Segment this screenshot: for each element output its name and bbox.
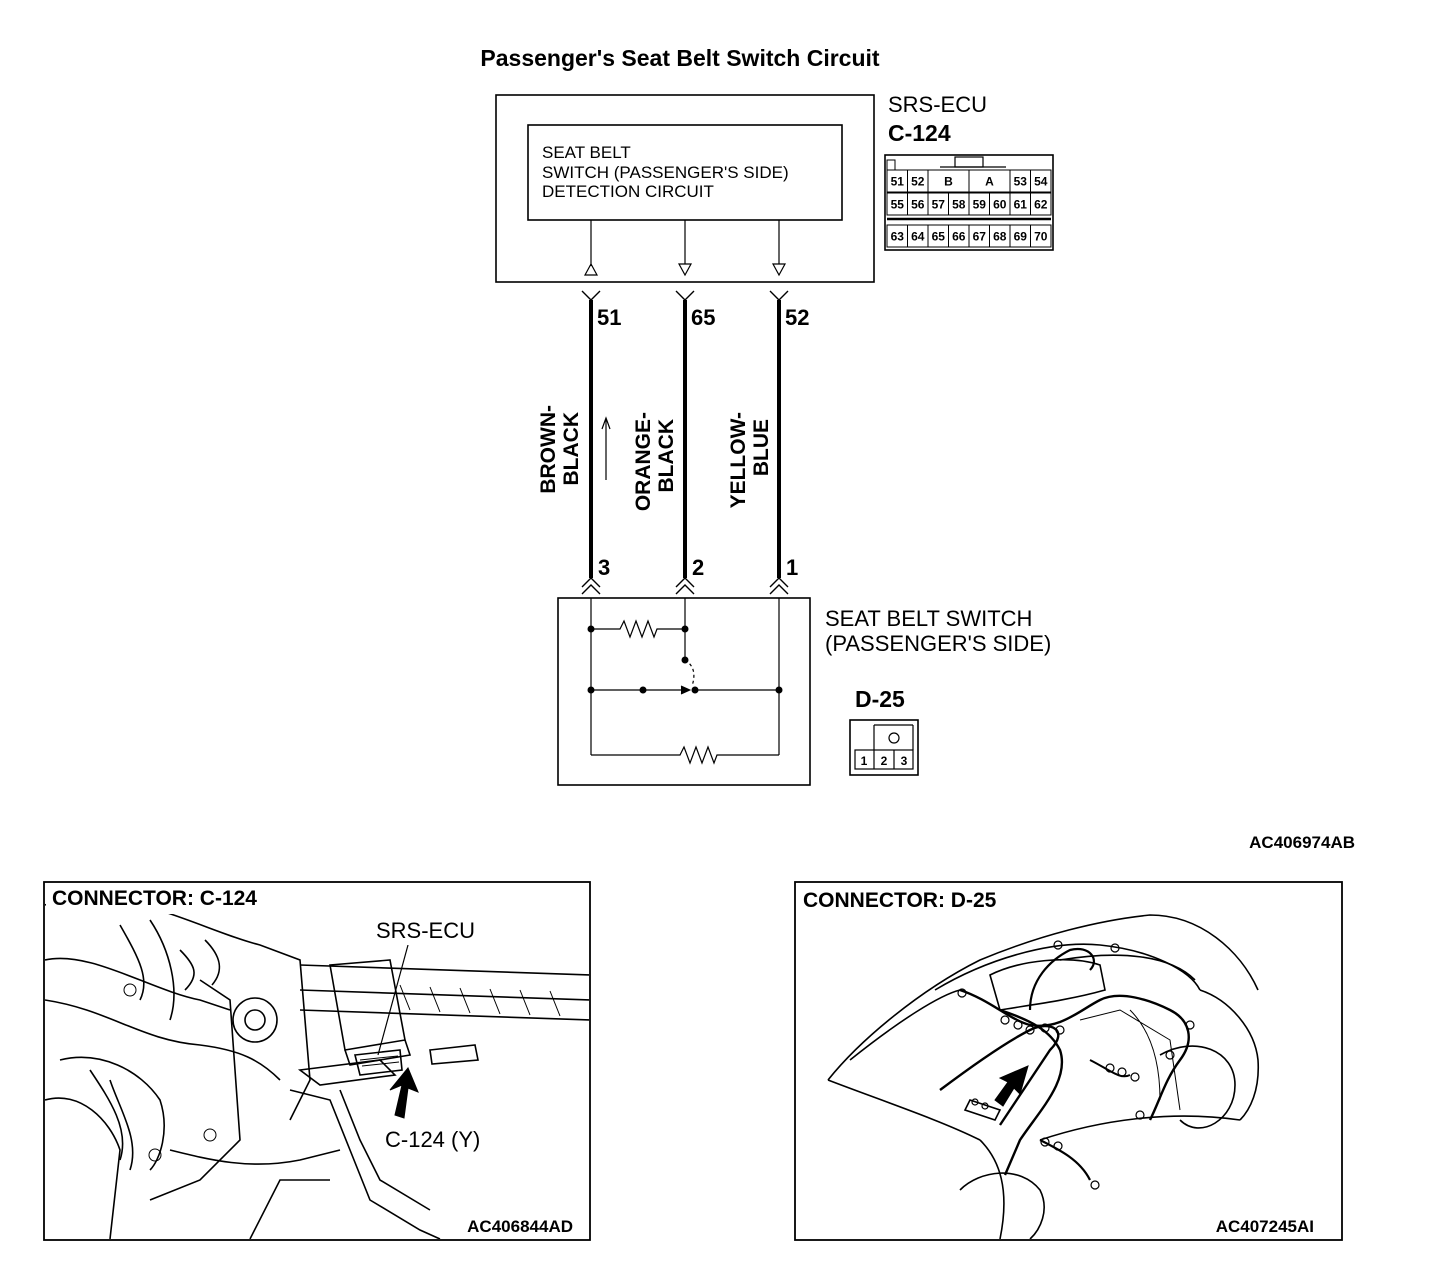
c124-cell-54: 54 (1034, 175, 1048, 189)
c124-cell-64: 64 (911, 230, 925, 244)
ecu-pin-65: 65 (691, 305, 715, 330)
wire-color-brown-line1: BROWN- (537, 405, 560, 494)
wire-color-orange-line1: ORANGE- (632, 412, 655, 511)
c124-cell-69: 69 (1014, 230, 1028, 244)
callout-srs-ecu: SRS-ECU (376, 918, 475, 943)
c124-cell-61: 61 (1014, 198, 1028, 212)
diagram-code: AC406974AB (1249, 833, 1355, 852)
ecu-name-label: SRS-ECU (888, 92, 987, 117)
c124-connector-face: 51 52 B A 53 54 55 56 57 58 59 60 61 62 63 64 65 66 67 68 69… (884, 154, 1054, 251)
d25-connector-face: 1 2 3 (849, 719, 919, 776)
seat-belt-switch-block (557, 597, 811, 786)
wire-color-orange-line2: BLACK (655, 419, 678, 493)
switch-name-line1: SEAT BELT SWITCH (825, 606, 1032, 631)
diagram-title: Passenger's Seat Belt Switch Circuit (480, 45, 880, 71)
connector-c124-panel: CONNECTOR: C-124 SRS-ECU C-124 (Y) AC406… (43, 881, 591, 1241)
switch-contact-symbol (684, 659, 695, 687)
ecu-pin-52: 52 (785, 305, 809, 330)
d25-cell-3: 3 (901, 754, 908, 768)
c124-cell-59: 59 (973, 198, 987, 212)
c124-cell-57: 57 (932, 198, 946, 212)
d25-cell-2: 2 (881, 754, 888, 768)
detection-circuit-line-2: SWITCH (PASSENGER'S SIDE) (542, 163, 789, 182)
c124-cell-62: 62 (1034, 198, 1048, 212)
c124-cell-68: 68 (993, 230, 1007, 244)
detection-circuit-line-1: SEAT BELT (542, 143, 631, 162)
dashboard-illustration (45, 897, 589, 1239)
resistor-symbol (591, 745, 779, 765)
c124-cell-65: 65 (932, 230, 946, 244)
c124-cell-67: 67 (973, 230, 987, 244)
srs-ecu-block: SEAT BELT SWITCH (PASSENGER'S SIDE) DETE… (495, 94, 875, 283)
c124-cell-B: B (944, 175, 953, 189)
c124-cell-A: A (985, 175, 994, 189)
switch-pin-1: 1 (786, 555, 798, 580)
panel-right-title: CONNECTOR: D-25 (803, 889, 997, 912)
c124-cell-70: 70 (1034, 230, 1048, 244)
c124-cell-51: 51 (891, 175, 905, 189)
panel-right-code: AC407245AI (1216, 1217, 1314, 1236)
switch-pin-2: 2 (692, 555, 704, 580)
detection-circuit-line-3: DETECTION CIRCUIT (542, 182, 714, 201)
c124-cell-60: 60 (993, 198, 1007, 212)
panel-left-code: AC406844AD (467, 1217, 573, 1236)
c124-cell-53: 53 (1014, 175, 1028, 189)
wire-harness (581, 290, 789, 595)
terminal-output-symbol (677, 263, 693, 277)
ecu-pin-51: 51 (597, 305, 621, 330)
c124-cell-55: 55 (891, 198, 905, 212)
ecu-connector-label: C-124 (888, 120, 951, 146)
panel-left-title: CONNECTOR: C-124 (52, 887, 257, 910)
connector-d25-panel: CONNECTOR: D-25 AC407245AI (794, 881, 1343, 1241)
c124-cell-63: 63 (891, 230, 905, 244)
switch-name-line2: (PASSENGER'S SIDE) (825, 631, 1051, 656)
callout-c124-y: C-124 (Y) (385, 1127, 480, 1152)
c124-cell-66: 66 (952, 230, 966, 244)
wire-color-yellow-line1: YELLOW- (727, 412, 750, 508)
switch-connector-label: D-25 (855, 686, 905, 712)
c124-cell-58: 58 (952, 198, 966, 212)
d25-cell-1: 1 (861, 754, 868, 768)
resistor-symbol (591, 619, 685, 639)
c124-cell-56: 56 (911, 198, 925, 212)
c124-cell-52: 52 (911, 175, 925, 189)
wire-color-brown-line2: BLACK (560, 412, 583, 486)
vehicle-harness-illustration (827, 914, 1260, 1239)
terminal-output-symbol (771, 263, 787, 277)
switch-pin-3: 3 (598, 555, 610, 580)
terminal-input-symbol (583, 262, 599, 276)
wire-color-yellow-line2: BLUE (750, 419, 773, 476)
